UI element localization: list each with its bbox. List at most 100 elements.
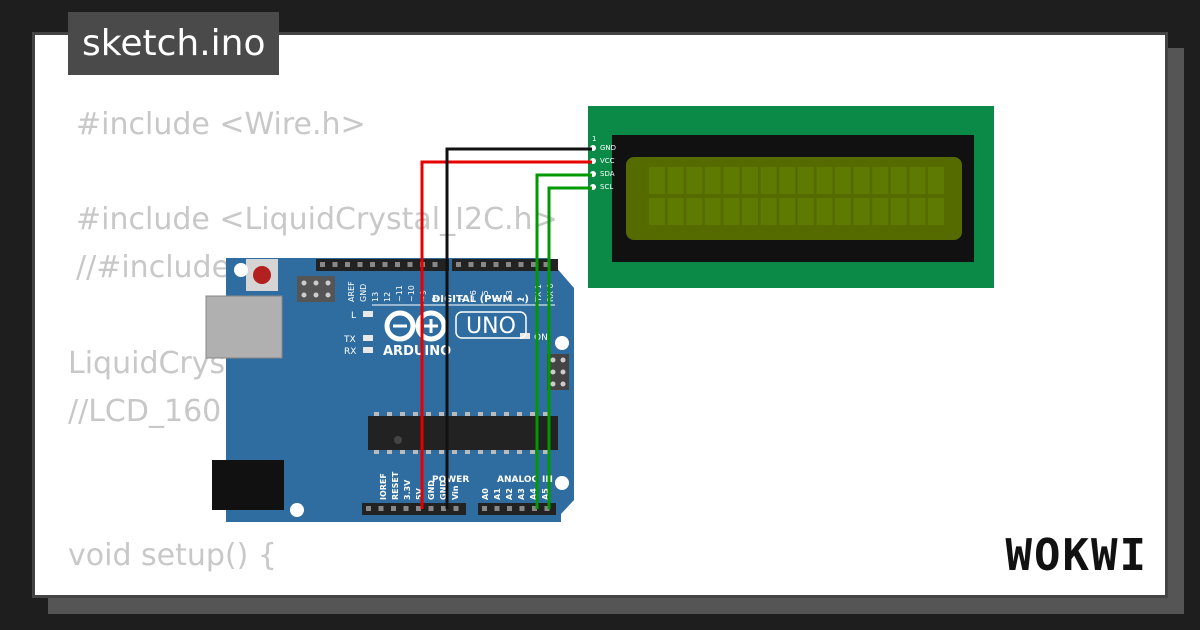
analog-header <box>478 503 556 515</box>
chip-leg <box>452 412 457 416</box>
header-hole <box>519 506 525 511</box>
header-hole <box>428 506 434 511</box>
microcontroller-chip <box>368 416 558 450</box>
chip-leg <box>439 450 444 454</box>
analog-pin-label: A1 <box>493 488 502 500</box>
file-name-tab[interactable]: sketch.ino <box>68 12 280 75</box>
chip-leg <box>439 412 444 416</box>
lcd-pin-scl: SCL <box>600 183 613 191</box>
lcd-cell <box>816 167 833 194</box>
chip-leg <box>504 450 509 454</box>
chip-leg <box>478 412 483 416</box>
mount-hole <box>555 476 569 490</box>
reset-button-cap <box>253 266 271 284</box>
chip-leg <box>400 412 405 416</box>
header-hole <box>493 262 499 267</box>
wires[interactable] <box>420 147 592 509</box>
analog-label: ANALOG IN <box>497 475 553 485</box>
lcd-cell <box>704 167 721 194</box>
digital-pin-label: 8 <box>431 297 440 302</box>
code-line: LiquidCrys <box>68 346 226 381</box>
lcd-cell <box>872 167 889 194</box>
header-hole <box>482 506 487 511</box>
lcd-cell <box>909 167 926 194</box>
header-hole <box>366 506 371 511</box>
icsp2-header <box>547 354 569 390</box>
power-pin-label: Vin <box>451 485 460 500</box>
lcd-cell <box>667 167 684 194</box>
lcd-cell <box>723 167 740 194</box>
chip-leg <box>387 412 392 416</box>
lcd-pin-labels: GND VCC SDA SCL <box>590 144 616 191</box>
header-hole <box>432 262 438 267</box>
code-line: #include <Wire.h> <box>76 107 366 142</box>
digital-pin-label: ~6 <box>469 290 478 302</box>
usb-port-icon <box>205 295 283 359</box>
header-hole <box>468 262 474 267</box>
power-pin-label: 5V <box>415 487 424 500</box>
digital-pin-label: ~5 <box>481 290 490 302</box>
header-hole <box>453 506 459 511</box>
digital-pin-label: ~11 <box>395 285 404 302</box>
lcd-cell <box>649 198 665 225</box>
header-hole <box>456 262 461 267</box>
power-pin-label: IOREF <box>379 473 388 500</box>
lcd-character-grid <box>649 167 944 225</box>
header-hole <box>391 506 396 511</box>
chip-leg <box>504 412 509 416</box>
lcd-cell <box>797 167 814 194</box>
header-hole <box>345 262 350 267</box>
power-jack-icon <box>212 460 284 510</box>
digital-pin-label: AREF <box>347 281 356 302</box>
power-label: POWER <box>432 475 469 485</box>
chip-leg <box>530 412 535 416</box>
lcd-cell <box>928 198 944 225</box>
lcd-cell <box>704 198 721 225</box>
board-outline <box>226 258 574 522</box>
header-hole <box>481 262 486 267</box>
chip-leg <box>387 450 392 454</box>
lcd-cell <box>779 167 796 194</box>
power-pin-label: GND <box>427 480 436 500</box>
digital-pin-label: GND <box>359 284 368 302</box>
chip-leg <box>491 412 496 416</box>
code-line: //LCD_160 <box>68 394 222 429</box>
mount-hole <box>290 503 304 517</box>
lcd-cell <box>797 198 814 225</box>
led-label-on: ON <box>534 333 548 343</box>
digital-pin-label: 12 <box>383 292 392 302</box>
lcd-pin-sda: SDA <box>600 170 615 178</box>
power-pin-label: RESET <box>391 471 400 500</box>
led-label-tx: TX <box>343 335 356 345</box>
arduino-brand: ARDUINO <box>383 344 451 359</box>
chip-leg <box>413 412 418 416</box>
digital-label: DIGITAL (PWM ~) <box>432 294 529 305</box>
chip-leg <box>530 450 535 454</box>
analog-pin-label: A4 <box>529 488 538 500</box>
chip-leg <box>517 412 522 416</box>
lcd-cell <box>853 198 870 225</box>
header-hole <box>531 262 536 267</box>
digital-pin-label: 2 <box>517 297 526 302</box>
lcd-pin-gnd: GND <box>600 144 616 152</box>
wire-scl <box>547 186 592 509</box>
digital-pin-label: 7 <box>457 297 466 302</box>
code-line: #include <LiquidCrystal_I2C.h> <box>76 202 558 237</box>
chip-leg <box>543 450 548 454</box>
lcd-cell <box>667 198 684 225</box>
digital-pin-label: 4 <box>493 297 502 302</box>
lcd-module[interactable]: 1 GND VCC SDA SCL <box>588 106 994 288</box>
uno-badge <box>455 311 527 339</box>
header-hole <box>416 506 421 511</box>
chip-leg <box>452 450 457 454</box>
power-pin-label: 3.3V <box>403 479 412 500</box>
lcd-cell <box>649 167 665 194</box>
lcd-cell <box>723 198 740 225</box>
lcd-cell <box>853 167 870 194</box>
header-hole <box>494 506 500 511</box>
header-hole <box>382 262 388 267</box>
